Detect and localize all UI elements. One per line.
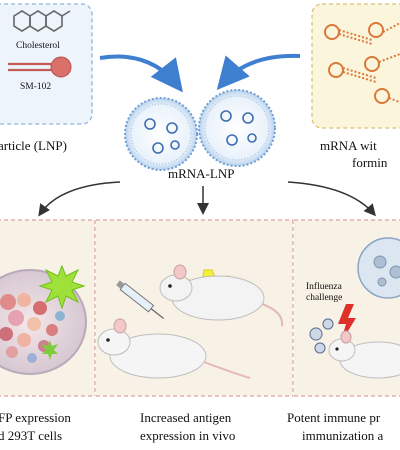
lnp-components-box bbox=[0, 3, 93, 125]
sm102-label: SM-102 bbox=[20, 82, 52, 92]
panel-left-caption-line2: d 293T cells bbox=[0, 428, 63, 443]
influenza-annotation-line1: Influenza bbox=[306, 282, 342, 292]
panel-center bbox=[96, 219, 294, 397]
lnp-caption: article (LNP) bbox=[0, 138, 67, 153]
mrna-lnp-particle-right bbox=[198, 89, 276, 167]
challenged-mouse-icon bbox=[328, 330, 400, 379]
mrna-caption-line1: mRNA wit bbox=[320, 138, 377, 153]
panel-left-caption-line1: FP expression bbox=[0, 410, 71, 425]
panel-center-caption-line1: Increased antigen bbox=[140, 410, 232, 425]
panel-right-caption-line1: Potent immune pr bbox=[287, 410, 381, 425]
mouse-icon bbox=[97, 318, 251, 379]
mrna-lnp-particle-left bbox=[124, 97, 198, 171]
mouse-glowing-icon bbox=[159, 264, 284, 327]
panel-left bbox=[0, 219, 96, 397]
cell-cluster bbox=[0, 293, 65, 363]
mrna-caption-line2: formin bbox=[352, 155, 388, 170]
branch-arrow-left bbox=[38, 181, 121, 217]
cholesterol-label: Cholesterol bbox=[16, 41, 60, 51]
influenza-virus-icon bbox=[309, 318, 334, 354]
blue-arrow-left bbox=[99, 54, 183, 93]
green-fluorescence-burst bbox=[38, 264, 86, 310]
lightning-icon bbox=[338, 304, 356, 344]
branch-arrow-right bbox=[287, 181, 376, 217]
influenza-annotation-line2: challenge bbox=[306, 293, 343, 303]
panel-center-caption-line2: expression in vivo bbox=[140, 428, 236, 443]
mrna-lnp-caption: mRNA-LNP bbox=[168, 166, 235, 181]
syringe-icon bbox=[116, 280, 165, 319]
panel-right-caption-line2: immunization a bbox=[302, 428, 384, 443]
mrna-box bbox=[311, 3, 400, 129]
panel-right bbox=[294, 219, 400, 397]
sm102-lipid-icon bbox=[8, 56, 72, 78]
cholesterol-structure-icon bbox=[13, 10, 71, 32]
blue-arrow-right bbox=[216, 53, 301, 91]
mrna-hairpin-icon bbox=[324, 21, 400, 104]
